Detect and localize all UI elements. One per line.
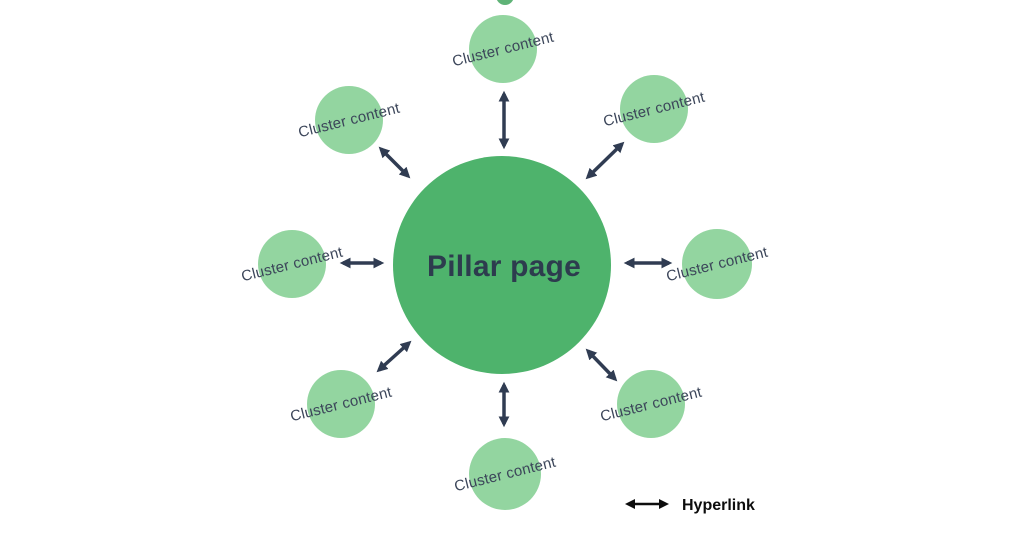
legend: Hyperlink bbox=[625, 497, 755, 514]
cluster-circle bbox=[469, 438, 541, 510]
cluster-circle bbox=[258, 230, 326, 298]
hyperlink-arrows bbox=[339, 90, 673, 428]
cropped-shape-top-edge bbox=[496, 0, 514, 5]
hyperlink-arrow-bottom-right bbox=[585, 348, 618, 382]
cluster-node-top: Cluster content bbox=[451, 15, 556, 83]
cluster-node-bottom: Cluster content bbox=[453, 438, 558, 510]
cluster-circle bbox=[620, 75, 688, 143]
cluster-node-left: Cluster content bbox=[240, 230, 345, 298]
cluster-node-top-left: Cluster content bbox=[297, 86, 402, 154]
cluster-circle bbox=[617, 370, 685, 438]
cluster-circle bbox=[682, 229, 752, 299]
pillar-page-label: Pillar page bbox=[427, 250, 581, 283]
pillar-page-node: Pillar page bbox=[393, 156, 611, 374]
cluster-circle bbox=[307, 370, 375, 438]
hyperlink-arrow-bottom-left bbox=[376, 340, 412, 373]
hyperlink-arrow-top-right bbox=[585, 141, 625, 180]
cluster-node-bottom-left: Cluster content bbox=[289, 370, 394, 438]
cluster-node-bottom-right: Cluster content bbox=[599, 370, 704, 438]
pillar-page-circle bbox=[393, 156, 611, 374]
legend-label: Hyperlink bbox=[682, 497, 755, 514]
cluster-node-right: Cluster content bbox=[665, 229, 770, 299]
cluster-circle bbox=[469, 15, 537, 83]
hyperlink-arrow-top-left bbox=[378, 146, 411, 179]
cluster-circle bbox=[315, 86, 383, 154]
cluster-node-top-right: Cluster content bbox=[602, 75, 707, 143]
